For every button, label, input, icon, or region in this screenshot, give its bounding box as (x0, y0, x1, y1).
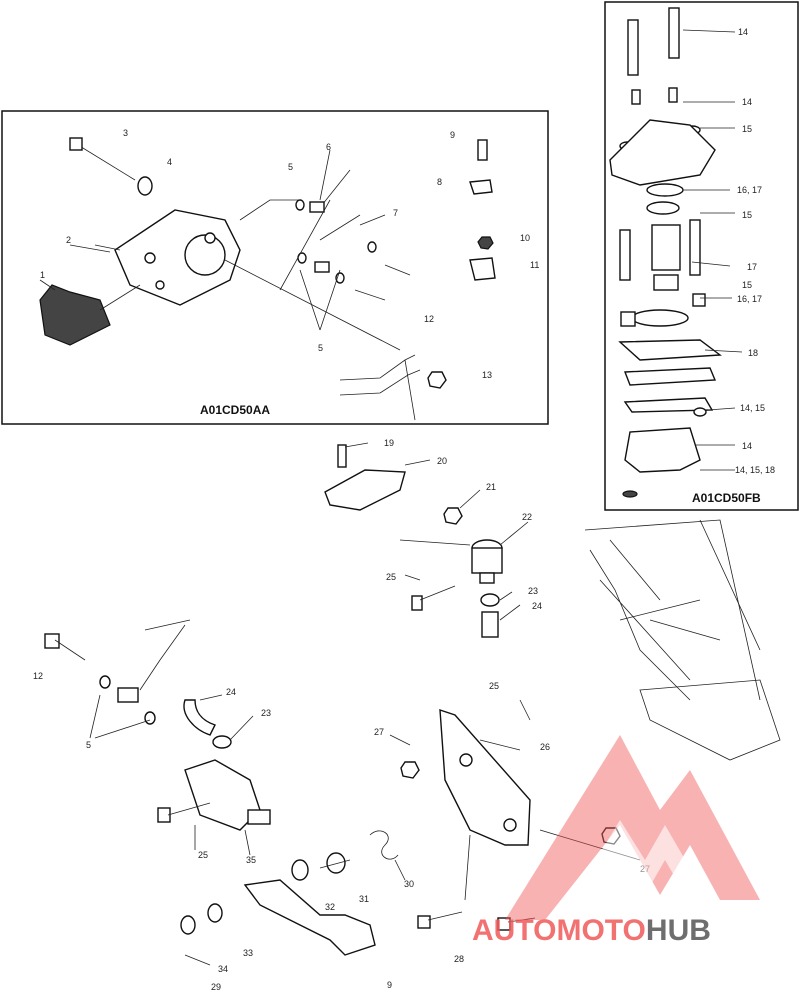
callout-23a: 23 (528, 586, 538, 596)
callout-24a: 24 (532, 601, 542, 611)
callout-r1617b: 16, 17 (737, 294, 762, 304)
callout-r14b: 14 (742, 97, 752, 107)
callout-10: 10 (520, 233, 530, 243)
left-frame-title: A01CD50AA (200, 403, 270, 417)
callout-12b: 12 (33, 671, 43, 681)
callout-20: 20 (437, 456, 447, 466)
callout-7: 7 (393, 208, 398, 218)
callout-r14a: 14 (738, 27, 748, 37)
callout-5: 5 (288, 162, 293, 172)
callout-r1415: 14, 15 (740, 403, 765, 413)
callout-29: 9 (387, 980, 392, 990)
callout-24b: 24 (226, 687, 236, 697)
callout-23b: 23 (261, 708, 271, 718)
callout-25c: 25 (489, 681, 499, 691)
watermark-logo-icon (505, 735, 760, 920)
watermark-brand-part1: AUTOMOTO (472, 914, 646, 947)
callout-r15b: 15 (742, 210, 752, 220)
callout-27a: 27 (374, 727, 384, 737)
callout-5c: 5 (86, 740, 91, 750)
callout-21: 21 (486, 482, 496, 492)
watermark-brand-part2: HUB (646, 914, 711, 947)
brake-pad (39, 284, 111, 346)
callout-31: 31 (359, 894, 369, 904)
callout-35a: 35 (246, 855, 256, 865)
callout-26: 26 (540, 742, 550, 752)
callout-9: 9 (450, 130, 455, 140)
callout-13: 13 (482, 370, 492, 380)
callout-r18: 18 (748, 348, 758, 358)
callout-r15c: 15 (742, 280, 752, 290)
main-assembly: 19 20 21 22 25 23 24 12 5 24 23 25 35 25… (33, 438, 781, 992)
caliper-inset-frame: A01CD50AA (1, 110, 549, 425)
callout-25a: 25 (386, 572, 396, 582)
callout-30: 30 (404, 879, 414, 889)
callout-34: 29 (211, 982, 221, 992)
callout-19: 19 (384, 438, 394, 448)
svg-text:AUTOMOTOHUB: AUTOMOTOHUB (472, 914, 711, 947)
callout-r1617a: 16, 17 (737, 185, 762, 195)
callout-r15a: 15 (742, 124, 752, 134)
callout-5b: 5 (318, 343, 323, 353)
callout-3: 3 (123, 128, 128, 138)
callout-r14c: 14 (742, 441, 752, 451)
callout-11: 11 (530, 260, 539, 270)
automotohub-watermark: AUTOMOTOHUB (472, 735, 760, 947)
right-frame-title: A01CD50FB (692, 491, 761, 505)
callout-8: 8 (437, 177, 442, 187)
callout-32a: 32 (325, 902, 335, 912)
callout-r141518: 14, 15, 18 (735, 465, 775, 475)
callout-22: 22 (522, 512, 532, 522)
callout-35b: 34 (218, 964, 228, 974)
callout-r17: 17 (747, 262, 757, 272)
callout-1: 1 (40, 270, 45, 280)
callout-12: 12 (424, 314, 434, 324)
caliper-bolt (77, 144, 136, 181)
callout-25b: 25 (198, 850, 208, 860)
callout-9b: 28 (454, 954, 464, 964)
callout-32b: 33 (243, 948, 253, 958)
callout-6: 6 (326, 142, 331, 152)
callout-4: 4 (167, 157, 172, 167)
master-cylinder-inset-frame: A01CD50FB 14 14 15 (604, 1, 799, 511)
callout-2: 2 (66, 235, 71, 245)
